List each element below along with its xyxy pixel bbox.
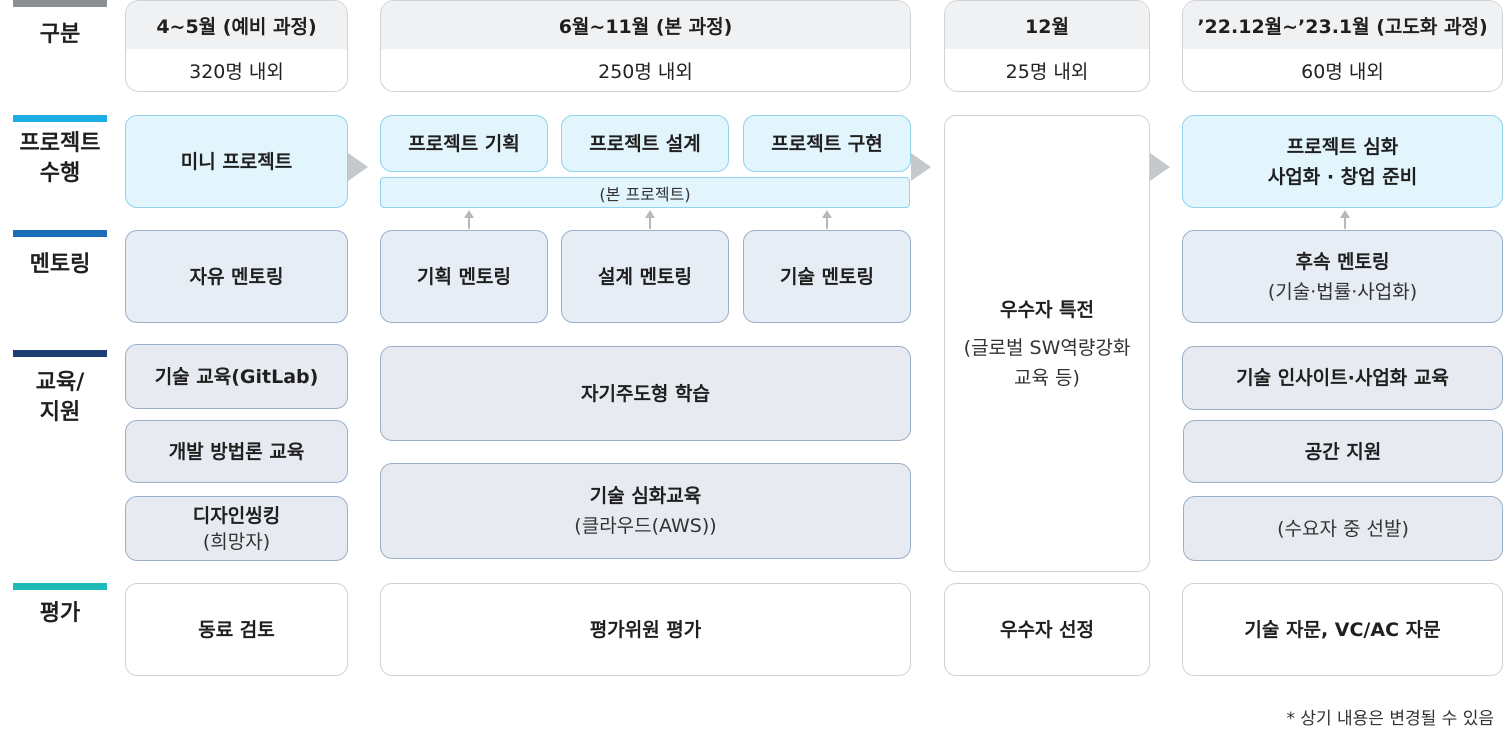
insight-education-label: 기술 인사이트·사업화 교육	[1236, 367, 1449, 389]
space-support-label: 공간 지원	[1304, 440, 1382, 463]
plan-mentoring-label: 기획 멘토링	[416, 265, 511, 288]
gitlab-education-label: 기술 교육(GitLab)	[154, 365, 319, 388]
row-label-mentoring: 멘토링	[13, 230, 107, 280]
self-directed-learning-label: 자기주도형 학습	[581, 382, 710, 405]
method-education-box: 개발 방법론 교육	[125, 420, 348, 483]
design-mentoring-box: 설계 멘토링	[561, 230, 729, 323]
method-education-label: 개발 방법론 교육	[168, 440, 305, 463]
excellent-benefit-sub-line2: 교육 등)	[1014, 366, 1080, 389]
project-build-label: 프로젝트 구현	[771, 132, 883, 155]
phase-title: 6월~11월 (본 과정)	[381, 1, 910, 49]
main-project-bracket: (본 프로젝트)	[380, 177, 910, 208]
row-label-evaluation: 평가	[13, 583, 107, 633]
phase-title: 12월	[945, 1, 1149, 49]
free-mentoring-label: 자유 멘토링	[189, 265, 284, 288]
free-mentoring-box: 자유 멘토링	[125, 230, 348, 323]
committee-evaluation-label: 평가위원 평가	[589, 618, 702, 641]
design-thinking-sub: (희망자)	[202, 530, 271, 553]
project-plan-box: 프로젝트 기획	[380, 115, 548, 172]
main-project-bracket-label: (본 프로젝트)	[599, 184, 691, 204]
phase-count: 320명 내외	[189, 60, 284, 83]
advanced-project-line1: 프로젝트 심화	[1286, 135, 1399, 158]
project-plan-label: 프로젝트 기획	[408, 132, 520, 155]
project-design-box: 프로젝트 설계	[561, 115, 729, 172]
advanced-project-box: 프로젝트 심화 사업화 · 창업 준비	[1182, 115, 1503, 208]
project-build-box: 프로젝트 구현	[743, 115, 911, 172]
arrow-right-icon	[911, 153, 931, 181]
phase-count: 250명 내외	[598, 60, 693, 83]
design-thinking-label: 디자인씽킹	[192, 504, 281, 527]
row-label-category: 구분	[13, 0, 107, 50]
row-label-bar	[13, 115, 107, 122]
row-label-bar	[13, 230, 107, 237]
excellent-benefit-sub-line1: (글로벌 SW역량강화	[963, 336, 1131, 359]
phase-header-advanced: ’22.12월~’23.1월 (고도화 과정) 60명 내외	[1182, 0, 1503, 92]
footnote: * 상기 내용은 변경될 수 있음	[1286, 709, 1494, 729]
gitlab-education-box: 기술 교육(GitLab)	[125, 344, 348, 409]
project-design-label: 프로젝트 설계	[589, 132, 701, 155]
row-label-education: 교육/ 지원	[13, 350, 107, 430]
phase-title: 4~5월 (예비 과정)	[126, 1, 347, 49]
row-label-bar	[13, 583, 107, 590]
phase-header-december: 12월 25명 내외	[944, 0, 1150, 92]
row-label-project: 프로젝트 수행	[13, 115, 107, 195]
row-label-bar	[13, 0, 107, 7]
row-label-text: 프로젝트 수행	[19, 131, 101, 186]
space-support-selection-label: (수요자 중 선발)	[1277, 517, 1409, 540]
phase-header-pre: 4~5월 (예비 과정) 320명 내외	[125, 0, 348, 92]
plan-mentoring-box: 기획 멘토링	[380, 230, 548, 323]
peer-review-label: 동료 검토	[198, 618, 275, 641]
row-label-bar	[13, 350, 107, 357]
tech-mentoring-label: 기술 멘토링	[779, 265, 874, 288]
deep-tech-education-box: 기술 심화교육 (클라우드(AWS))	[380, 463, 911, 559]
phase-count: 25명 내외	[1005, 60, 1089, 83]
design-thinking-box: 디자인씽킹 (희망자)	[125, 496, 348, 561]
mini-project-label: 미니 프로젝트	[180, 150, 293, 173]
arrow-up-icon	[464, 210, 474, 229]
advanced-project-line2: 사업화 · 창업 준비	[1267, 165, 1418, 188]
design-mentoring-label: 설계 멘토링	[597, 265, 692, 288]
mini-project-box: 미니 프로젝트	[125, 115, 348, 208]
deep-tech-education-title: 기술 심화교육	[589, 485, 702, 507]
row-label-text: 평가	[39, 601, 81, 626]
excellent-selection-label: 우수자 선정	[999, 618, 1094, 641]
deep-tech-education-sub: (클라우드(AWS))	[574, 515, 717, 537]
tech-mentoring-box: 기술 멘토링	[743, 230, 911, 323]
row-label-text: 교육/ 지원	[35, 370, 85, 425]
peer-review-box: 동료 검토	[125, 583, 348, 676]
row-label-text: 구분	[39, 22, 81, 47]
phase-count: 60명 내외	[1301, 60, 1384, 83]
insight-education-box: 기술 인사이트·사업화 교육	[1182, 346, 1503, 410]
arrow-right-icon	[348, 153, 368, 181]
excellent-selection-box: 우수자 선정	[944, 583, 1150, 676]
self-directed-learning-box: 자기주도형 학습	[380, 346, 911, 441]
arrow-up-icon	[1340, 210, 1350, 229]
space-support-box: 공간 지원	[1183, 420, 1503, 483]
committee-evaluation-box: 평가위원 평가	[380, 583, 911, 676]
tech-advice-box: 기술 자문, VC/AC 자문	[1182, 583, 1503, 676]
tech-advice-label: 기술 자문, VC/AC 자문	[1244, 618, 1441, 641]
arrow-up-icon	[822, 210, 832, 229]
arrow-up-icon	[645, 210, 655, 229]
excellent-benefit-box: 우수자 특전 (글로벌 SW역량강화 교육 등)	[944, 115, 1150, 572]
space-support-selection-box: (수요자 중 선발)	[1183, 496, 1503, 561]
phase-title: ’22.12월~’23.1월 (고도화 과정)	[1183, 1, 1502, 49]
phase-header-main: 6월~11월 (본 과정) 250명 내외	[380, 0, 911, 92]
row-label-text: 멘토링	[29, 252, 91, 277]
arrow-right-icon	[1150, 153, 1170, 181]
excellent-benefit-title: 우수자 특전	[999, 298, 1094, 321]
follow-mentoring-title: 후속 멘토링	[1295, 250, 1390, 273]
follow-mentoring-sub: (기술·법률·사업화)	[1267, 280, 1418, 303]
follow-mentoring-box: 후속 멘토링 (기술·법률·사업화)	[1182, 230, 1503, 323]
